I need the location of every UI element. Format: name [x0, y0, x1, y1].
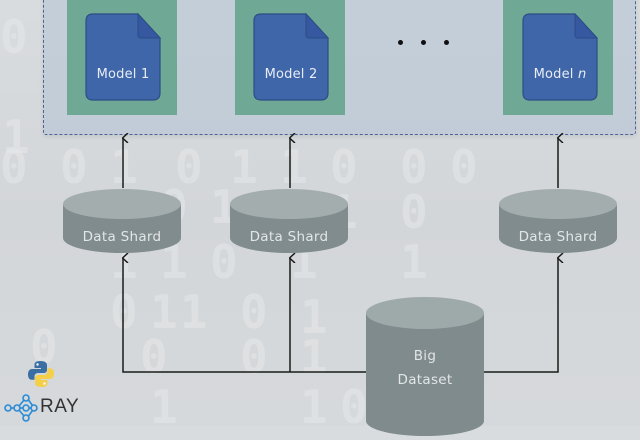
python-logo-icon [27, 360, 55, 392]
model-2-label: Model 2 [264, 67, 318, 82]
document-icon [522, 13, 598, 101]
cylinder-icon [366, 297, 484, 436]
big-dataset-label-line1: Big [413, 348, 437, 364]
data-shard-2-label: Data Shard [249, 229, 329, 245]
data-shard-2[interactable]: Data Shard [229, 188, 349, 254]
document-icon [85, 13, 161, 101]
model-n-prefix: Model [533, 67, 578, 82]
ray-logo-text: RAY [40, 396, 80, 417]
ray-logo-icon [4, 392, 38, 428]
data-shard-1[interactable]: Data Shard [62, 188, 182, 254]
connector-dataset-left [123, 258, 366, 373]
model-2[interactable]: Model 2 [253, 13, 329, 101]
cylinder-icon [230, 189, 348, 253]
big-dataset[interactable]: Big Dataset [365, 296, 485, 436]
cylinder-icon [499, 189, 617, 253]
model-n-label: Model n [522, 67, 598, 82]
model-n[interactable]: Model n [522, 13, 598, 101]
more-models-ellipsis [398, 40, 458, 50]
data-shard-1-label: Data Shard [82, 229, 162, 245]
data-shard-n[interactable]: Data Shard [498, 188, 618, 254]
document-icon [253, 13, 329, 101]
flow-arrows [0, 0, 640, 373]
model-1[interactable]: Model 1 [85, 13, 161, 101]
big-dataset-label-line2: Dataset [397, 372, 453, 388]
model-1-label: Model 1 [96, 67, 150, 82]
data-shard-n-label: Data Shard [518, 229, 598, 245]
connector-dataset-right [484, 258, 558, 373]
model-n-variable: n [577, 67, 587, 82]
cylinder-icon [63, 189, 181, 253]
